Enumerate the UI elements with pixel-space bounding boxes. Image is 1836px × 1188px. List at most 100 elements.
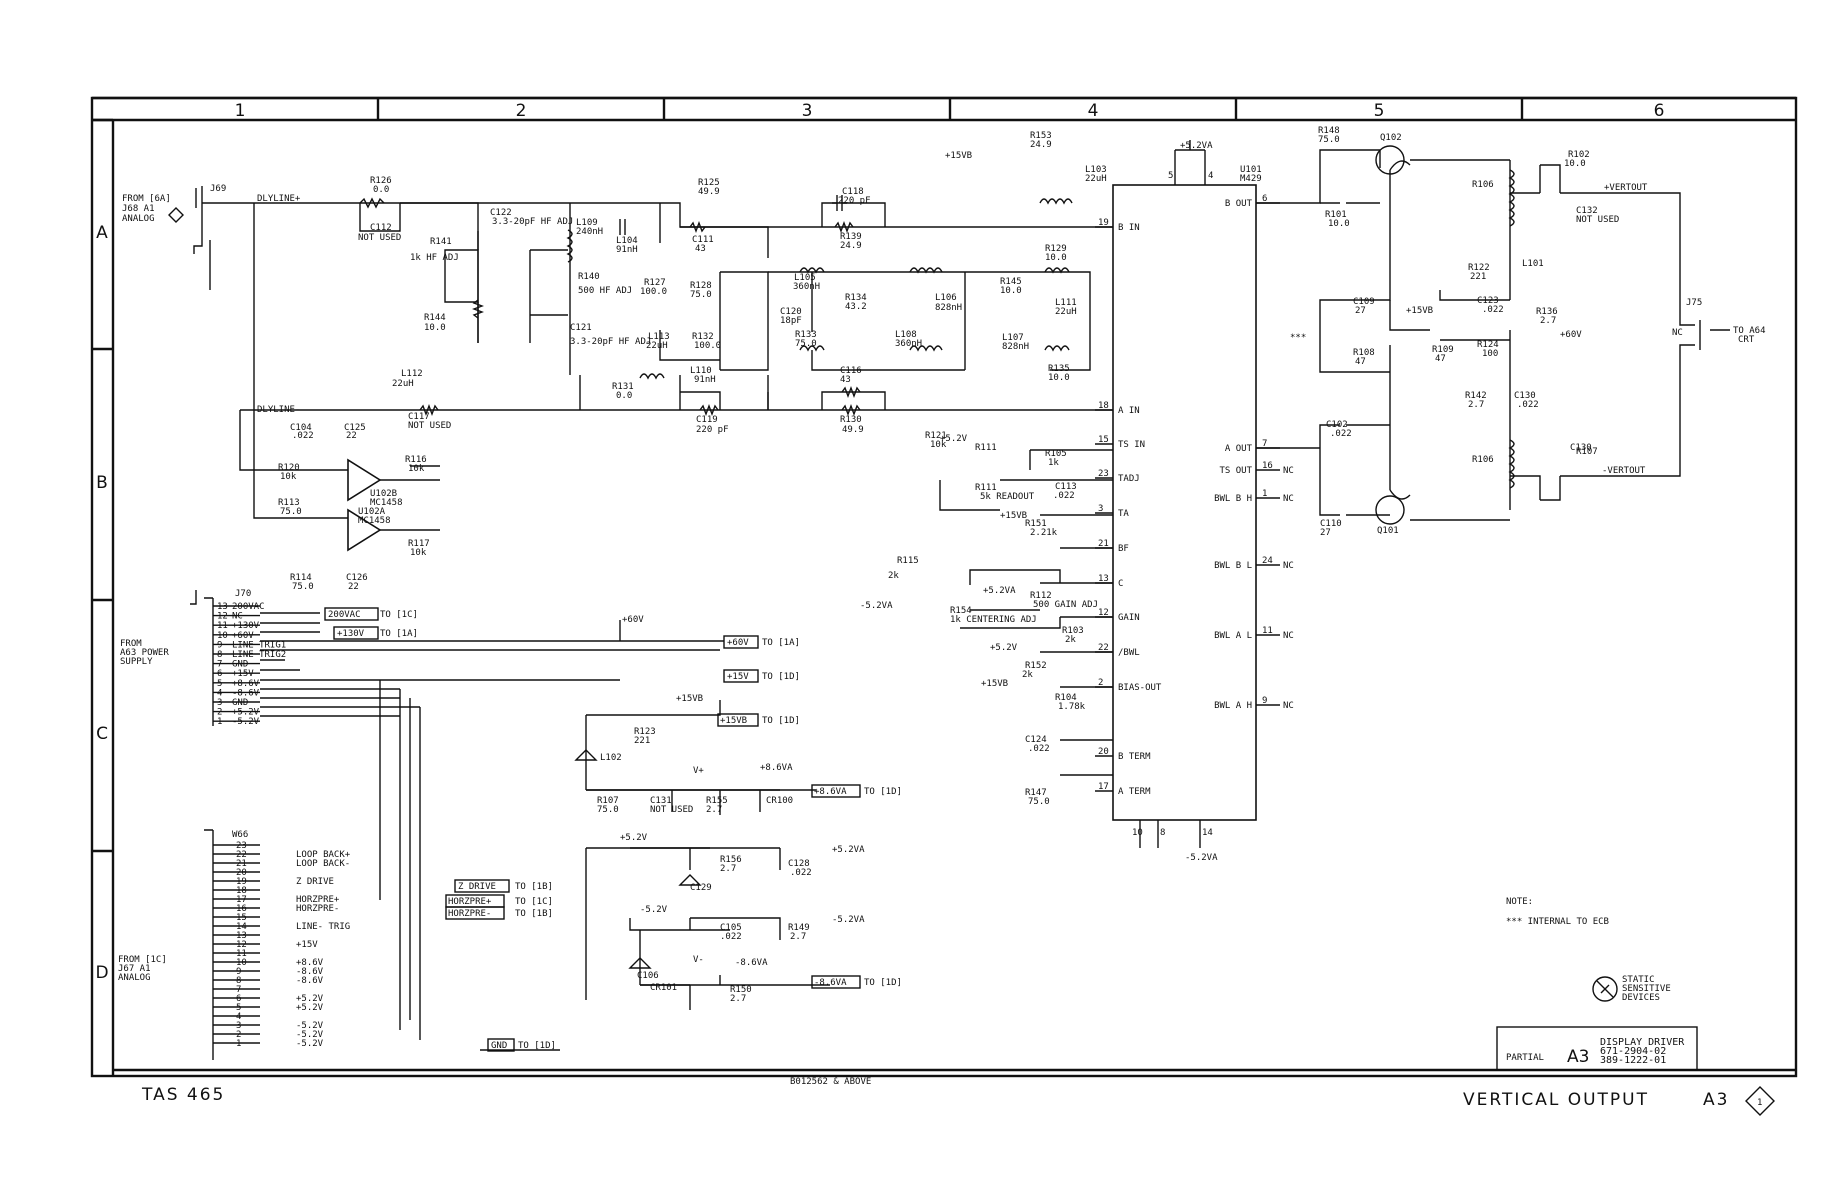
w66-pin-num: 10 bbox=[236, 958, 247, 968]
opamp-u102b: U102B MC1458 bbox=[347, 458, 440, 508]
svg-text:U102A: U102A bbox=[358, 507, 386, 517]
svg-text:C104: C104 bbox=[290, 423, 312, 433]
title-block: PARTIAL A3 DISPLAY DRIVER 671-2904-02 38… bbox=[1496, 1026, 1698, 1071]
svg-text:-8.6VA: -8.6VA bbox=[735, 958, 768, 968]
svg-text:R107: R107 bbox=[597, 796, 619, 806]
ic-pin-signal: GAIN bbox=[1118, 613, 1140, 623]
svg-text:Z DRIVE: Z DRIVE bbox=[458, 882, 496, 892]
svg-text:10k: 10k bbox=[930, 440, 947, 450]
svg-text:NC: NC bbox=[1672, 328, 1683, 338]
w66-pin-signal: -8.6V bbox=[296, 976, 324, 986]
j70-connector: J70 FROM A63 POWER SUPPLY bbox=[120, 589, 251, 726]
svg-text:R106: R106 bbox=[1472, 180, 1494, 190]
footer-left: TAS 465 bbox=[141, 1085, 225, 1105]
svg-text:CRT: CRT bbox=[1738, 335, 1755, 345]
svg-text:TO [1D]: TO [1D] bbox=[762, 672, 800, 682]
ic-pin-signal: B OUT bbox=[1225, 199, 1253, 209]
svg-text:NOT USED: NOT USED bbox=[1576, 215, 1619, 225]
w66-pin-num: 21 bbox=[236, 859, 247, 869]
ic-pin-signal: BWL B H bbox=[1214, 494, 1252, 504]
w66-pin-num: 6 bbox=[236, 994, 241, 1004]
ic-pin-signal: A TERM bbox=[1118, 787, 1151, 797]
svg-text:GND: GND bbox=[491, 1041, 507, 1051]
svg-text:C106: C106 bbox=[637, 971, 659, 981]
svg-text:.022: .022 bbox=[1028, 744, 1050, 754]
svg-text:2k: 2k bbox=[1065, 635, 1076, 645]
svg-text:100.0: 100.0 bbox=[694, 341, 721, 351]
svg-text:CR101: CR101 bbox=[650, 983, 677, 993]
w66-pin-num: 4 bbox=[236, 1012, 241, 1022]
svg-text:+15VB: +15VB bbox=[945, 151, 972, 161]
transistor-q102 bbox=[1375, 145, 1405, 175]
ic-pin-signal: TS OUT bbox=[1219, 466, 1252, 476]
svg-text:A63 POWER: A63 POWER bbox=[120, 648, 169, 658]
svg-text:L108: L108 bbox=[895, 330, 917, 340]
svg-text:MC1458: MC1458 bbox=[358, 516, 391, 526]
svg-text:43: 43 bbox=[840, 375, 851, 385]
j70-pin-signal: 200VAC bbox=[232, 602, 265, 612]
w66-pin-signal: LOOP BACK+ bbox=[296, 850, 351, 860]
svg-text:+5.2VA: +5.2VA bbox=[1180, 141, 1213, 151]
svg-text:10: 10 bbox=[1132, 828, 1143, 838]
svg-text:R111: R111 bbox=[975, 483, 997, 493]
w66-pin-num: 7 bbox=[236, 985, 241, 995]
svg-text:C111: C111 bbox=[692, 235, 714, 245]
j69-label: J69 bbox=[210, 184, 226, 194]
j69-from-3: ANALOG bbox=[122, 214, 155, 224]
w66-pin-num: 2 bbox=[236, 1030, 241, 1040]
svg-text:R141: R141 bbox=[430, 237, 452, 247]
ic-pin-num: 22 bbox=[1098, 643, 1109, 653]
zone-col-4: 4 bbox=[1088, 101, 1099, 121]
ic-pin-num: 13 bbox=[1098, 574, 1109, 584]
svg-text:R124: R124 bbox=[1477, 340, 1499, 350]
w66-pin-signal: +5.2V bbox=[296, 1003, 324, 1013]
svg-text:W66: W66 bbox=[232, 830, 248, 840]
svg-text:R125: R125 bbox=[698, 178, 720, 188]
zone-col-5: 5 bbox=[1374, 101, 1385, 121]
w66-pin-num: 22 bbox=[236, 850, 247, 860]
svg-text:C117: C117 bbox=[408, 412, 430, 422]
svg-text:C109: C109 bbox=[1353, 297, 1375, 307]
svg-text:C130: C130 bbox=[1570, 443, 1592, 453]
ic-pin-num: 20 bbox=[1098, 747, 1109, 757]
svg-text:C126: C126 bbox=[346, 573, 368, 583]
svg-text:4: 4 bbox=[1208, 171, 1213, 181]
svg-text:R121: R121 bbox=[925, 431, 947, 441]
svg-text:22uH: 22uH bbox=[392, 379, 414, 389]
j70-pin-signal: GND bbox=[232, 660, 248, 670]
svg-text:389-1222-01: 389-1222-01 bbox=[1600, 1055, 1666, 1066]
ic-pin-num: 24 bbox=[1262, 556, 1273, 566]
ic-pin-num: 19 bbox=[1098, 218, 1109, 228]
svg-text:.022: .022 bbox=[720, 932, 742, 942]
w66-pin-signal: +5.2V bbox=[296, 994, 324, 1004]
w66-pin-num: 14 bbox=[236, 922, 247, 932]
svg-text:R113: R113 bbox=[278, 498, 300, 508]
svg-text:V+: V+ bbox=[693, 766, 704, 776]
svg-text:C113: C113 bbox=[1055, 482, 1077, 492]
w66-pin-num: 3 bbox=[236, 1021, 241, 1031]
svg-text:221: 221 bbox=[1470, 272, 1486, 282]
ic-pin-nc: NC bbox=[1283, 466, 1294, 476]
svg-text:V-: V- bbox=[693, 955, 704, 965]
transistor-q101 bbox=[1375, 495, 1405, 525]
svg-text:TO [1A]: TO [1A] bbox=[380, 629, 418, 639]
ic-pin-signal: B TERM bbox=[1118, 752, 1151, 762]
svg-text:C125: C125 bbox=[344, 423, 366, 433]
j70-pin-signal: +15V bbox=[232, 669, 254, 679]
svg-text:+60V: +60V bbox=[622, 615, 644, 625]
ic-pin-nc: NC bbox=[1283, 701, 1294, 711]
j70-bus bbox=[260, 612, 816, 1040]
svg-text:L110: L110 bbox=[690, 366, 712, 376]
svg-text:500 GAIN ADJ: 500 GAIN ADJ bbox=[1033, 600, 1098, 610]
svg-text:TO [1B]: TO [1B] bbox=[515, 909, 553, 919]
dlyline-pos-label: DLYLINE+ bbox=[257, 194, 301, 204]
svg-text:10.0: 10.0 bbox=[1564, 159, 1586, 169]
svg-text:L104: L104 bbox=[616, 236, 638, 246]
svg-text:R139: R139 bbox=[840, 232, 862, 242]
delay-line-wiring bbox=[202, 202, 1113, 519]
ic-pin-num: 21 bbox=[1098, 539, 1109, 549]
footer-sheet: A3 bbox=[1703, 1090, 1729, 1110]
